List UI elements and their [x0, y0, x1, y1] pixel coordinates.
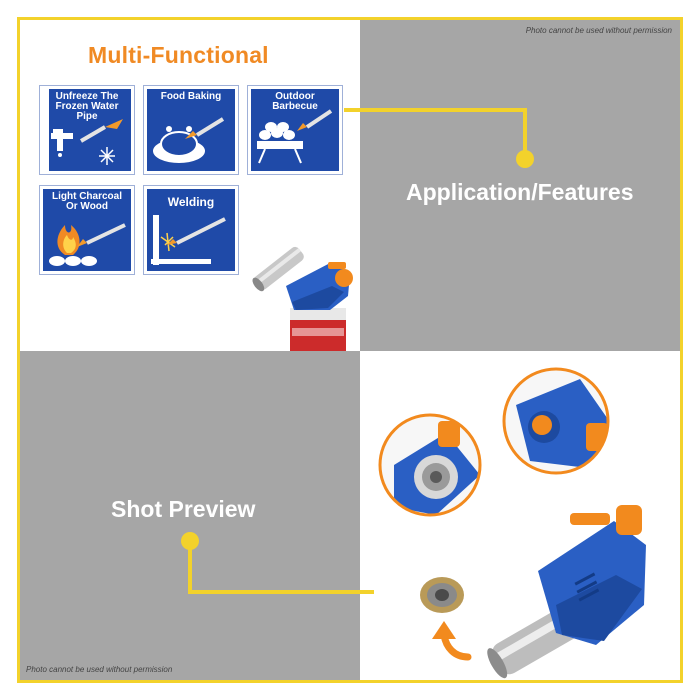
features-title: Multi-Functional: [88, 42, 269, 68]
water-pipe-icon: [43, 89, 123, 171]
feature-card-label: Outdoor Barbecue: [272, 91, 318, 112]
product-detail-panel: [360, 351, 680, 680]
permission-notice-bottom: Photo cannot be used without permission: [26, 665, 173, 674]
feature-card-outdoor-barbecue: Outdoor Barbecue: [247, 85, 343, 175]
application-features-label: Application/Features: [406, 179, 634, 205]
valve-part-image: [420, 577, 464, 613]
torch-on-gas-can-image: [252, 246, 353, 351]
welding-icon: [151, 215, 226, 265]
feature-card-unfreeze-pipe: Unfreeze The Frozen Water Pipe: [39, 85, 135, 175]
connector-line-top-horizontal: [344, 108, 527, 112]
torch-main-image: [487, 505, 646, 679]
feature-card-label: Food Baking: [160, 91, 222, 102]
connector-line-top-vertical: [523, 108, 527, 158]
feature-card-food-baking: Food Baking: [143, 85, 239, 175]
feature-card-welding: Welding: [143, 185, 239, 275]
nozzle-detail-circle: [378, 413, 482, 517]
roast-chicken-icon: [153, 117, 225, 163]
shot-preview-panel: Shot Preview Photo cannot be used withou…: [20, 351, 360, 680]
product-frame: Multi-Functional Unfreeze The Frozen Wat…: [17, 17, 683, 683]
feature-card-label: Light Charcoal Or Wood: [51, 191, 122, 212]
application-panel: Photo cannot be used without permission …: [360, 20, 680, 351]
connector-line-bottom-horizontal: [188, 590, 374, 594]
features-panel: Multi-Functional Unfreeze The Frozen Wat…: [20, 20, 360, 351]
feature-card-light-charcoal: Light Charcoal Or Wood: [39, 185, 135, 275]
permission-notice-top: Photo cannot be used without permission: [525, 26, 672, 35]
shot-preview-label: Shot Preview: [111, 496, 256, 522]
curved-arrow-icon: [432, 621, 472, 661]
ignition-detail-circle: [502, 367, 610, 475]
connector-dot-top: [516, 150, 534, 168]
campfire-icon: [49, 223, 126, 266]
connector-line-bottom-vertical: [188, 540, 192, 593]
barbecue-grill-icon: [257, 109, 333, 164]
feature-card-label: Welding: [167, 195, 215, 209]
feature-card-label: Unfreeze The Frozen Water Pipe: [55, 91, 119, 122]
